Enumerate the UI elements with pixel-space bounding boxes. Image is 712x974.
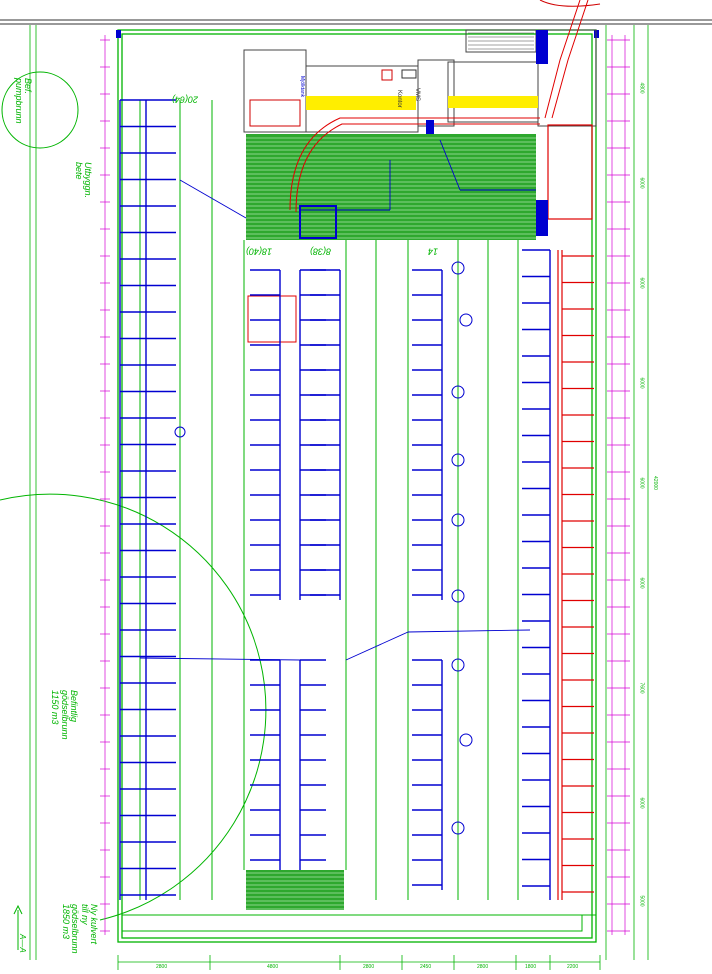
right-dimension-label: 6000: [638, 477, 645, 489]
bottom-dimension-chain: [117, 955, 601, 970]
feeding-floor: [246, 134, 536, 240]
cow-count-left: 20(64): [172, 94, 199, 105]
ams-label: VMS: [414, 88, 420, 102]
stall-rows: [119, 99, 551, 900]
fans: [174, 261, 473, 835]
right-dimension-label: 4800: [638, 82, 645, 94]
yellow-strip-left: [306, 96, 416, 110]
red-stall-row: [547, 124, 594, 900]
cow-count-mid1: 18(40): [246, 246, 273, 257]
cow-count-right: 14: [428, 246, 439, 257]
dimension-ticks: [100, 39, 630, 932]
section-mark-label: A—A: [18, 934, 27, 953]
feed-alley: [121, 914, 583, 932]
red-equipment: [249, 99, 301, 127]
right-dimension-label: 6000: [638, 177, 645, 189]
yellow-strip-right: [448, 96, 538, 108]
sink: [401, 69, 417, 79]
left-dimension-chain: [104, 35, 626, 935]
right-dimension-label: 6000: [638, 797, 645, 809]
right-dimension-label: 6000: [638, 577, 645, 589]
bottom-dimension-label: 1800: [525, 964, 537, 970]
right-dimension-label: 7600: [638, 682, 645, 694]
right-dimension-label: 6000: [638, 277, 645, 289]
pump-well-label: Bef. pumpbrunn: [13, 78, 33, 124]
bottom-dimension-label: 4800: [267, 964, 279, 970]
bottom-dimension-label: 2200: [567, 964, 579, 970]
red-pipes: [247, 0, 589, 343]
corner-markers: [299, 30, 548, 239]
bottom-dimension-label: 2800: [477, 964, 489, 970]
right-dimension-label: 5000: [638, 894, 645, 907]
pump-well-circle: [1, 71, 79, 149]
red-room: [547, 124, 593, 220]
new-culvert-label: Ny kulvert till ny gödselbrunn 1850 m3: [60, 904, 99, 954]
office-label: Kontor: [396, 90, 402, 108]
section-arrow: [13, 904, 23, 950]
cow-count-mid2: 8(38): [310, 246, 332, 257]
building-outline: [117, 29, 597, 943]
expansion-label: Utbyggn. bete: [73, 162, 93, 199]
bottom-floor-slats: [246, 872, 344, 910]
road-lines: [0, 0, 712, 25]
right-dimension-label: 6000: [638, 377, 645, 389]
red-box: [381, 69, 393, 81]
water-pipes: [139, 139, 536, 661]
manure-tank-arc: [0, 493, 267, 921]
overall-length-label: 42000: [651, 476, 658, 490]
gauge-label: Mjölktank: [299, 76, 305, 98]
survey-lines: [29, 25, 649, 960]
existing-tank-label: Befintlig gödselbrunn 1150 m3: [50, 690, 79, 740]
bottom-dimension-label: 2450: [420, 964, 432, 970]
bottom-floor: [246, 870, 344, 910]
stair: [468, 32, 534, 50]
bottom-dimension-label: 2800: [363, 964, 375, 970]
bottom-dimension-label: 2800: [156, 964, 168, 970]
